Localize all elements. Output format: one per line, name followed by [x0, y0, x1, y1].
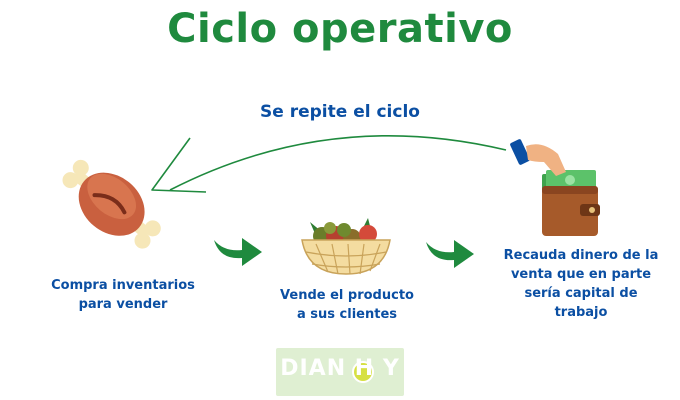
step-label-collect: Recauda dinero de la venta que en parte …: [503, 248, 659, 320]
step-label-buy: Compra inventarios para vender: [51, 278, 195, 312]
logo-lemon-icon: [352, 361, 374, 383]
page-title: Ciclo operativo: [167, 6, 513, 52]
step-label-sell: Vende el producto a sus clientes: [280, 288, 414, 322]
step-arrow-icon-2: [426, 240, 474, 268]
wallet-money-icon: [510, 139, 600, 236]
cycle-label: Se repite el ciclo: [260, 102, 420, 122]
logo-text: DIAN H Y: [280, 356, 400, 381]
step-arrow-icon-1: [214, 238, 262, 266]
vegetable-basket-icon: [301, 218, 391, 275]
dian-hoy-logo: DIAN H Y: [276, 348, 404, 396]
meat-bone-icon: [62, 159, 161, 249]
